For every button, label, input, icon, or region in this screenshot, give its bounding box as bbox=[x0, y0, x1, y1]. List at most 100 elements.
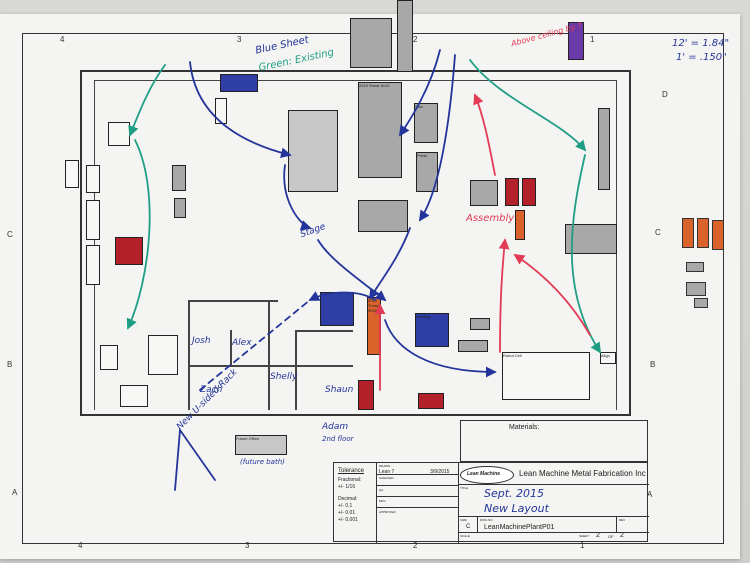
blue-arrow bbox=[189, 61, 292, 159]
machine-small-dark[interactable] bbox=[470, 318, 490, 330]
red-arrow bbox=[498, 238, 510, 353]
machine-align[interactable]: Align bbox=[600, 352, 616, 364]
green-arrow bbox=[570, 154, 601, 354]
grid-right-a: A bbox=[647, 490, 653, 499]
weld-label: Welding bbox=[416, 314, 431, 319]
sheet-total: 2 bbox=[620, 532, 624, 539]
title-block: Tolerance Fractional: +/- 1/16 Decimal: … bbox=[333, 462, 649, 543]
blue-arrow bbox=[384, 319, 497, 378]
machine-left-rack[interactable] bbox=[86, 200, 100, 240]
machine-red-bottom[interactable] bbox=[358, 380, 374, 410]
office-alex: Alex bbox=[232, 338, 252, 348]
machine-weld-cell[interactable] bbox=[358, 200, 408, 232]
machine-saw[interactable]: Saw bbox=[414, 103, 438, 143]
machine-small-gray[interactable] bbox=[174, 198, 186, 218]
dwg-label: DWG NO bbox=[480, 518, 493, 522]
orange-sticky[interactable] bbox=[682, 218, 694, 248]
machine-shear[interactable]: 2015 Shear 8x10 bbox=[358, 82, 402, 178]
decimal-1: +/- 0.1 bbox=[338, 503, 353, 509]
assembly-note: Assembly bbox=[466, 213, 515, 224]
checked-label: CHECKED bbox=[379, 476, 394, 480]
handwritten-title-1: Sept. 2015 bbox=[484, 487, 545, 500]
scale-note-1: 12' = 1.84" bbox=[672, 38, 730, 49]
size-label: SIZE bbox=[460, 518, 467, 522]
blue-dashed bbox=[199, 299, 311, 391]
blue-arrow bbox=[369, 227, 411, 300]
machine-blue-right[interactable]: Welding bbox=[415, 313, 449, 347]
machine-small-gray[interactable] bbox=[172, 165, 186, 191]
machine-small[interactable] bbox=[215, 98, 227, 124]
office-shaun: Shaun bbox=[325, 385, 354, 395]
machine-conveyor[interactable] bbox=[598, 108, 610, 190]
dwg-value: LeanMachinePlantP01 bbox=[484, 524, 555, 531]
office-wall bbox=[230, 330, 232, 365]
machine-left-rack[interactable] bbox=[86, 165, 100, 193]
machine-left-bottom[interactable] bbox=[120, 385, 148, 407]
machine-red-left[interactable] bbox=[115, 237, 143, 265]
red-arrow bbox=[473, 93, 496, 176]
blue-arrow bbox=[419, 54, 456, 222]
purple-sticky[interactable] bbox=[568, 22, 584, 60]
gray-sticky[interactable] bbox=[686, 262, 704, 272]
machine-rack-gray[interactable] bbox=[470, 180, 498, 206]
grid-right-c: C bbox=[655, 228, 661, 237]
future-bath-note: (future bath) bbox=[240, 458, 285, 466]
future-office-label: Future Office bbox=[236, 436, 260, 441]
machine-red-assembly[interactable] bbox=[522, 178, 536, 206]
orange-sticky[interactable] bbox=[712, 220, 724, 250]
green-arrow bbox=[126, 139, 151, 330]
handwritten-title-2: New Layout bbox=[484, 502, 549, 515]
machine-red-bottom-right[interactable] bbox=[418, 393, 444, 409]
machine-small-dark[interactable] bbox=[458, 340, 488, 352]
rev-label: REV bbox=[619, 518, 626, 522]
machine-top-rack[interactable] bbox=[397, 0, 413, 72]
machine-blue-top[interactable] bbox=[220, 74, 258, 92]
future-office-block[interactable]: Future Office bbox=[235, 435, 287, 455]
machine-left-bottom[interactable] bbox=[148, 335, 178, 375]
press-label: Press bbox=[417, 153, 428, 158]
gray-sticky[interactable] bbox=[694, 298, 708, 308]
drawn-by: Lean 7 bbox=[379, 469, 395, 475]
company-logo: Lean Machine bbox=[460, 466, 514, 484]
machine-left-bottom[interactable] bbox=[100, 345, 118, 370]
drawn-label: DRAWN bbox=[379, 464, 391, 468]
grid-top-4: 4 bbox=[60, 35, 65, 44]
office-wall bbox=[295, 330, 297, 410]
logo-text: Lean Machine bbox=[467, 471, 501, 477]
materials-label: Materials: bbox=[509, 424, 540, 431]
fractional-value: +/- 1/16 bbox=[338, 484, 356, 490]
tolerance-label: Tolerance bbox=[338, 468, 365, 474]
grid-left-c: C bbox=[7, 230, 13, 239]
scale-note-2: 1' = .150" bbox=[676, 52, 727, 63]
grid-bottom-2: 2 bbox=[413, 541, 418, 550]
machine-left-rack[interactable] bbox=[86, 245, 100, 285]
machine-red-assembly[interactable] bbox=[505, 178, 519, 206]
office-wall bbox=[188, 365, 353, 367]
adam-note: Adam bbox=[322, 422, 349, 432]
grid-top-3: 3 bbox=[237, 35, 242, 44]
second-floor-note: 2nd floor bbox=[322, 435, 354, 443]
orange-sticky[interactable] bbox=[697, 218, 709, 248]
inner-wall bbox=[94, 80, 616, 81]
decimal-3: +/- 0.001 bbox=[338, 517, 358, 523]
machine-top-cart[interactable] bbox=[350, 18, 392, 68]
machine-gray-right[interactable] bbox=[565, 224, 617, 254]
grid-right-d: D bbox=[662, 90, 668, 99]
green-arrow bbox=[128, 64, 166, 137]
machine-orange-assembly[interactable] bbox=[515, 210, 525, 240]
machine-robot-cell[interactable]: Robot Cell bbox=[502, 352, 590, 400]
grid-right-b: B bbox=[650, 360, 656, 369]
grid-top-2: 2 bbox=[413, 35, 418, 44]
robot-label: Robot Cell bbox=[503, 353, 522, 358]
saw-label: Saw bbox=[415, 104, 423, 109]
machine-press-brake[interactable] bbox=[288, 110, 338, 192]
grid-bottom-4: 4 bbox=[78, 541, 83, 550]
office-shelly: Shelly bbox=[270, 372, 298, 382]
machine-press[interactable]: Press bbox=[416, 152, 438, 192]
machine-outside-left[interactable] bbox=[65, 160, 79, 188]
grid-top-1: 1 bbox=[590, 35, 595, 44]
office-wall bbox=[188, 300, 190, 410]
gray-sticky[interactable] bbox=[686, 282, 706, 296]
scale-label: SCALE bbox=[460, 534, 470, 538]
trumpf-label: 2015 Trumpf 3030 bbox=[368, 298, 381, 313]
